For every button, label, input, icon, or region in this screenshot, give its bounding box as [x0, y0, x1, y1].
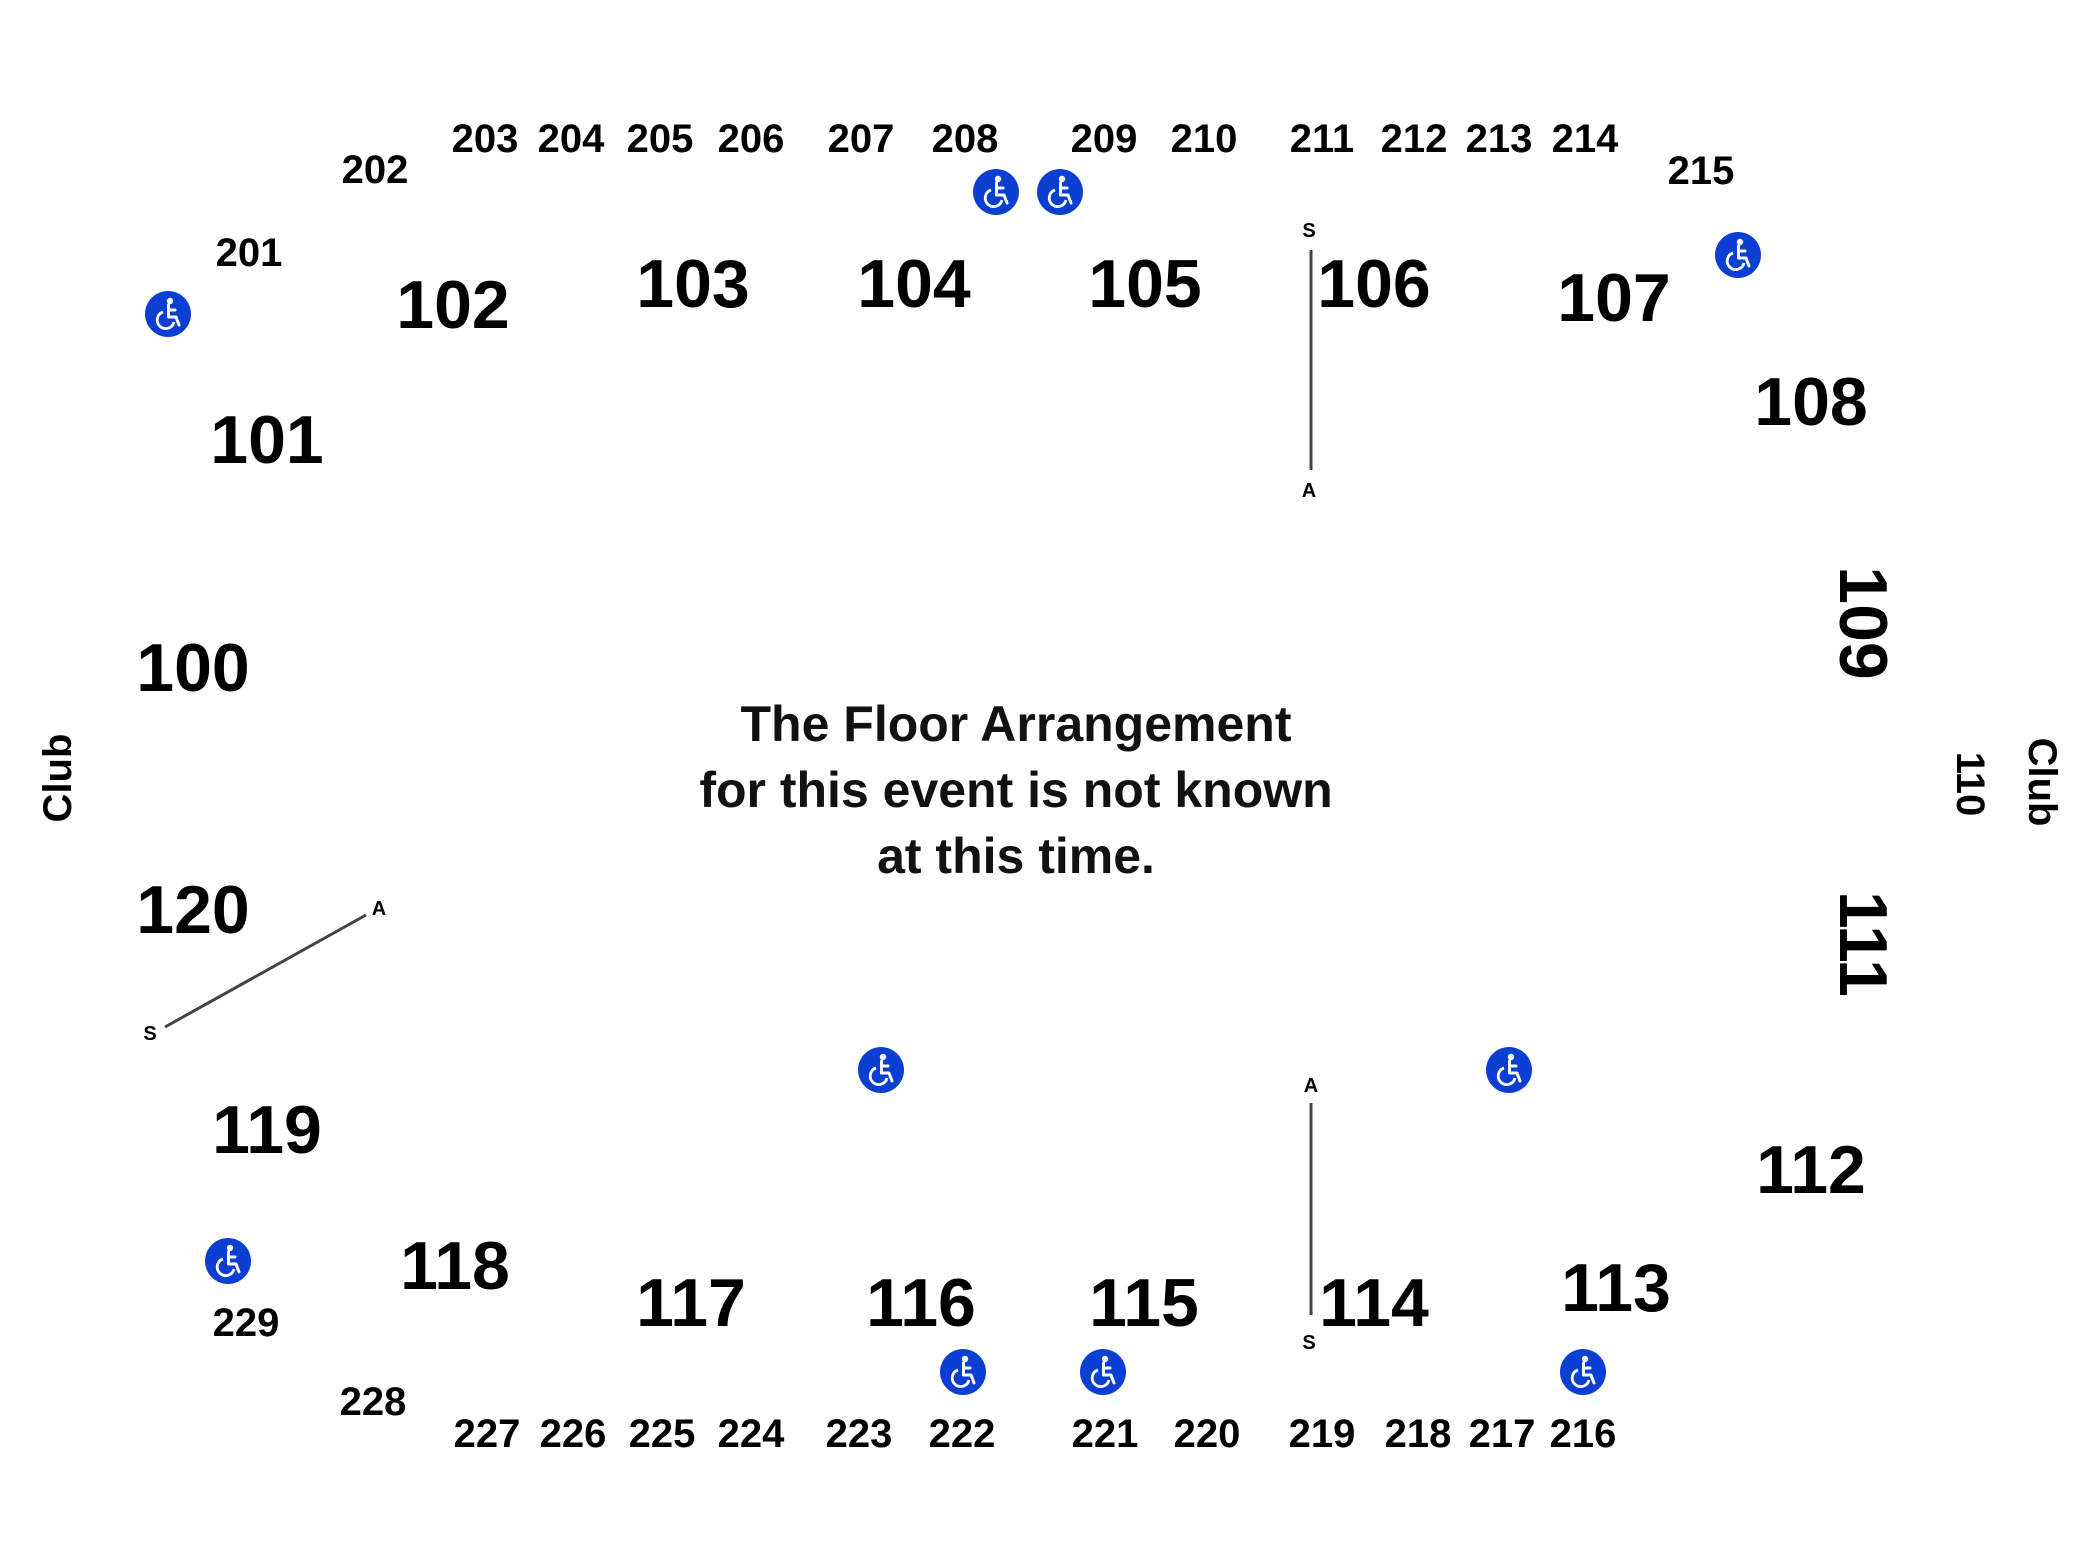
section-109[interactable]: 109: [1825, 566, 1901, 680]
section-217[interactable]: 217: [1468, 1412, 1536, 1456]
section-212[interactable]: 212: [1380, 117, 1448, 161]
section-112[interactable]: 112: [1756, 1132, 1866, 1208]
section-204[interactable]: 204: [537, 117, 605, 161]
section-100[interactable]: 100: [136, 630, 250, 706]
floor-arrangement-notice: The Floor Arrangement for this event is …: [699, 691, 1332, 889]
section-103[interactable]: 103: [636, 246, 750, 322]
club-area-right[interactable]: Club: [2020, 737, 2064, 827]
section-118[interactable]: 118: [400, 1228, 510, 1304]
section-119[interactable]: 119: [212, 1092, 322, 1168]
section-108[interactable]: 108: [1754, 364, 1868, 440]
wheelchair-icon[interactable]: [972, 168, 1020, 216]
section-101[interactable]: 101: [210, 402, 324, 478]
section-107[interactable]: 107: [1557, 260, 1671, 336]
section-226[interactable]: 226: [539, 1412, 607, 1456]
section-115[interactable]: 115: [1089, 1265, 1199, 1341]
wheelchair-icon[interactable]: [144, 290, 192, 338]
section-203[interactable]: 203: [451, 117, 519, 161]
wheelchair-icon[interactable]: [857, 1046, 905, 1094]
section-102[interactable]: 102: [396, 267, 510, 343]
section-216[interactable]: 216: [1549, 1412, 1617, 1456]
rail-marker-s: S: [1302, 220, 1316, 242]
section-114[interactable]: 114: [1319, 1265, 1429, 1341]
section-104[interactable]: 104: [857, 246, 971, 322]
rail-marker-s: S: [143, 1023, 157, 1045]
section-202[interactable]: 202: [341, 148, 409, 192]
wheelchair-icon[interactable]: [1714, 231, 1762, 279]
section-225[interactable]: 225: [628, 1412, 696, 1456]
rail-marker-a: A: [1303, 1075, 1319, 1097]
wheelchair-icon[interactable]: [1079, 1348, 1127, 1396]
section-208[interactable]: 208: [931, 117, 999, 161]
section-211[interactable]: 211: [1289, 117, 1355, 161]
wheelchair-icon[interactable]: [1559, 1348, 1607, 1396]
rail-marker-s: S: [1302, 1332, 1316, 1354]
rail-line-left: [164, 913, 367, 1029]
section-223[interactable]: 223: [825, 1412, 893, 1456]
section-111[interactable]: 111: [1825, 891, 1901, 997]
rail-marker-a: A: [1301, 480, 1317, 502]
section-116[interactable]: 116: [866, 1265, 976, 1341]
notice-line-2: for this event is not known: [699, 762, 1333, 818]
section-209[interactable]: 209: [1070, 117, 1138, 161]
section-220[interactable]: 220: [1173, 1412, 1241, 1456]
section-117[interactable]: 117: [636, 1265, 746, 1341]
club-area-left[interactable]: Club: [36, 733, 80, 823]
section-224[interactable]: 224: [717, 1412, 785, 1456]
wheelchair-icon[interactable]: [1036, 168, 1084, 216]
wheelchair-icon[interactable]: [939, 1348, 987, 1396]
section-228[interactable]: 228: [339, 1380, 407, 1424]
section-219[interactable]: 219: [1288, 1412, 1356, 1456]
rail-marker-a: A: [371, 898, 387, 920]
wheelchair-icon[interactable]: [204, 1237, 252, 1285]
section-120[interactable]: 120: [136, 872, 250, 948]
section-207[interactable]: 207: [827, 117, 895, 161]
section-213[interactable]: 213: [1465, 117, 1533, 161]
section-210[interactable]: 210: [1170, 117, 1238, 161]
section-221[interactable]: 221: [1071, 1412, 1139, 1456]
section-229[interactable]: 229: [212, 1301, 280, 1345]
section-106[interactable]: 106: [1317, 246, 1431, 322]
wheelchair-icon[interactable]: [1485, 1046, 1533, 1094]
section-105[interactable]: 105: [1088, 246, 1202, 322]
notice-line-3: at this time.: [877, 828, 1155, 884]
section-205[interactable]: 205: [626, 117, 694, 161]
section-215[interactable]: 215: [1667, 149, 1735, 193]
section-218[interactable]: 218: [1384, 1412, 1452, 1456]
section-206[interactable]: 206: [717, 117, 785, 161]
section-222[interactable]: 222: [928, 1412, 996, 1456]
section-201[interactable]: 201: [215, 231, 283, 275]
section-113[interactable]: 113: [1561, 1250, 1671, 1326]
section-227[interactable]: 227: [453, 1412, 521, 1456]
section-110[interactable]: 110: [1948, 751, 1992, 817]
notice-line-1: The Floor Arrangement: [740, 696, 1292, 752]
section-214[interactable]: 214: [1551, 117, 1619, 161]
